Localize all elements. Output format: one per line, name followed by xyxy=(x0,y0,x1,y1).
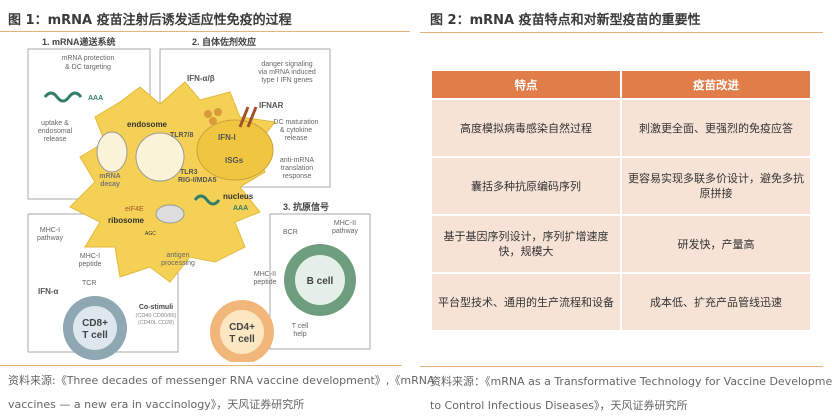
figure1-title-rule xyxy=(0,31,410,32)
diagram-label: antigen xyxy=(167,252,190,259)
diagram-label: MHC-II xyxy=(334,220,356,227)
diagram-label: release xyxy=(285,135,308,142)
features-table: 特点 疫苗改进 高度模拟病毒感染自然过程 刺激更全面、更强烈的免疫应答 囊括多种… xyxy=(430,69,812,332)
diagram-label: mRNA protection xyxy=(62,55,115,62)
diagram-label: IFNAR xyxy=(259,101,284,110)
table-header-row: 特点 疫苗改进 xyxy=(430,69,812,100)
figure2-source-line2: to Control Infectious Diseases》，天风证券研究所 xyxy=(430,399,688,412)
header-features: 特点 xyxy=(430,69,622,100)
diagram-label: T cell xyxy=(229,334,255,345)
diagram-label: AAA xyxy=(88,95,103,102)
diagram-label: BCR xyxy=(283,229,298,236)
diagram-label: ribosome xyxy=(108,216,145,225)
figure1-source-line1: 资料来源:《Three decades of messenger RNA vac… xyxy=(8,374,435,387)
diagram-label: IFN-α/β xyxy=(187,74,215,83)
diagram-label: CD4+ xyxy=(229,322,255,333)
vesicle-shape xyxy=(96,131,128,173)
diagram-label: translation xyxy=(281,165,313,172)
nucleus-shape xyxy=(196,119,274,181)
diagram-label: nucleus xyxy=(223,192,254,201)
diagram-label: AGC xyxy=(145,231,156,237)
diagram-label: release xyxy=(44,136,67,143)
diagram-label: pathway xyxy=(332,228,359,235)
table-cell: 基于基因序列设计，序列扩增速度快，规模大 xyxy=(430,214,622,274)
diagram-label: (CD40L CD28) xyxy=(138,320,174,326)
diagram-shape xyxy=(295,255,345,305)
table-cell: 高度模拟病毒感染自然过程 xyxy=(430,98,622,158)
diagram-label: TLR3 xyxy=(180,169,198,176)
diagram-label: MHC-II xyxy=(254,271,276,278)
diagram-label: MHC-I xyxy=(80,253,100,260)
table-cell: 更容易实现多联多价设计，避免多抗原拼接 xyxy=(620,156,812,216)
diagram-shape xyxy=(73,306,117,350)
table-cell: 刺激更全面、更强烈的免疫应答 xyxy=(620,98,812,158)
diagram-label: TCR xyxy=(82,280,96,287)
diagram-label: mRNA xyxy=(99,173,120,180)
header-improvements: 疫苗改进 xyxy=(620,69,812,100)
diagram-label: MHC-I xyxy=(40,227,60,234)
ribosome-shape xyxy=(155,204,185,224)
diagram-shape xyxy=(209,117,217,125)
ifnar-receptor-icon xyxy=(238,106,258,128)
diagram-label: endosome xyxy=(127,120,168,129)
diagram-label: RIG-I/MDA5 xyxy=(178,177,217,184)
figure2-source: 资料来源：《mRNA as a Transformative Technolog… xyxy=(430,370,832,418)
diagram-shape xyxy=(214,108,222,116)
diagram-label: help xyxy=(293,331,306,338)
diagram-label: endosomal xyxy=(38,128,73,135)
table-row: 囊括多种抗原编码序列 更容易实现多联多价设计，避免多抗原拼接 xyxy=(430,156,812,216)
diagram-label: B cell xyxy=(307,276,334,287)
diagram-label: & cytokine xyxy=(280,127,312,134)
diagram-shape xyxy=(204,110,212,118)
diagram-label: IFN-α xyxy=(38,287,59,296)
table-row: 高度模拟病毒感染自然过程 刺激更全面、更强烈的免疫应答 xyxy=(430,98,812,158)
figure1-source: 资料来源:《Three decades of messenger RNA vac… xyxy=(8,369,434,417)
figure2-title-rule xyxy=(420,32,823,33)
diagram-label: response xyxy=(283,173,312,180)
diagram-label: (CD40 CD80/86) xyxy=(136,313,177,319)
diagram-label: CD8+ xyxy=(82,318,108,329)
table-row: 平台型技术、通用的生产流程和设备 成本低、扩充产品管线迅速 xyxy=(430,272,812,332)
diagram-label: pathway xyxy=(37,235,64,242)
diagram-shape xyxy=(220,310,264,354)
panel-1-label: 1. mRNA递送系统 xyxy=(42,36,116,47)
diagram-label: peptide xyxy=(79,261,102,268)
table-cell: 平台型技术、通用的生产流程和设备 xyxy=(430,272,622,332)
diagram-label: T cell xyxy=(82,330,108,341)
figure1-title: 图 1：mRNA 疫苗注射后诱发适应性免疫的过程 xyxy=(8,13,292,28)
diagram-label: via mRNA induced xyxy=(258,69,316,76)
diagram-label: eIF4E xyxy=(125,206,144,213)
mrna-strand-icon xyxy=(43,91,83,103)
diagram-label: ISGs xyxy=(225,156,244,165)
table-cell: 成本低、扩充产品管线迅速 xyxy=(620,272,812,332)
figure1-source-line2: vaccines — a new era in vaccinology》，天风证… xyxy=(8,398,305,411)
diagram-label: TLR7/8 xyxy=(170,132,193,139)
mrna-strand-cytosol-icon xyxy=(193,194,221,206)
table-row: 基于基因序列设计，序列扩增速度快，规模大 研发快，产量高 xyxy=(430,214,812,274)
diagram-label: decay xyxy=(100,181,120,188)
diagram-label: danger signaling xyxy=(261,61,312,68)
table-cell: 囊括多种抗原编码序列 xyxy=(430,156,622,216)
figure1-source-rule xyxy=(0,365,402,366)
figure2-source-rule xyxy=(420,366,823,367)
panel-3-label: 3. 抗原信号 xyxy=(283,201,329,212)
diagram-label: uptake & xyxy=(41,120,69,127)
diagram-label: & DC targeting xyxy=(65,64,111,71)
diagram-label: anti-mRNA xyxy=(280,157,315,164)
table-cell: 研发快，产量高 xyxy=(620,214,812,274)
mrna-immune-diagram: 1. mRNA递送系统 2. 自体佐剂效应 3. 抗原信号 mRNA prote… xyxy=(27,36,371,362)
panel-2-label: 2. 自体佐剂效应 xyxy=(192,36,256,47)
endosome-shape xyxy=(135,132,185,182)
figure2-source-line1: 资料来源：《mRNA as a Transformative Technolog… xyxy=(430,375,832,388)
diagram-label: DC maturation xyxy=(273,119,318,126)
diagram-shape: 1. mRNA递送系统 2. 自体佐剂效应 3. 抗原信号 mRNA prote… xyxy=(27,36,371,362)
figure2-title: 图 2：mRNA 疫苗特点和对新型疫苗的重要性 xyxy=(430,13,701,28)
diagram-label: type I IFN genes xyxy=(261,77,313,84)
diagram-label: AAA xyxy=(233,205,248,212)
diagram-label: Co-stimuli xyxy=(139,304,173,311)
diagram-label: processing xyxy=(161,260,195,267)
diagram-label: IFN-I xyxy=(218,133,236,142)
diagram-label: T cell xyxy=(292,323,309,330)
diagram-label: peptide xyxy=(254,279,277,286)
